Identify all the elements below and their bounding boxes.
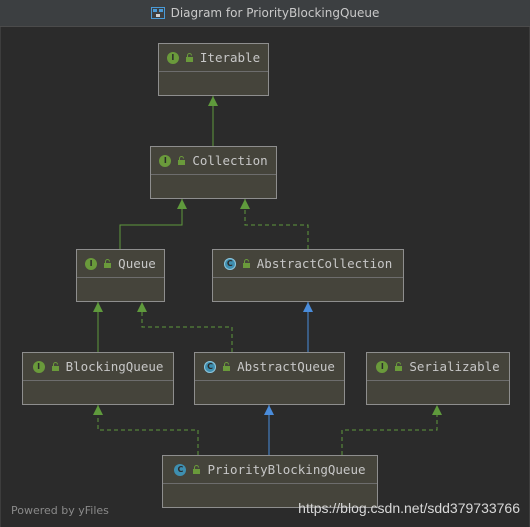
edge-abstractcollection-collection (244, 199, 309, 249)
lock-icon (242, 259, 251, 268)
lock-icon (103, 259, 112, 268)
lock-icon (192, 465, 201, 474)
node-blockingqueue[interactable]: I BlockingQueue (22, 352, 174, 405)
edge-abstractqueue-queue (141, 302, 233, 352)
node-name: AbstractQueue (237, 359, 335, 374)
diagram-canvas: I Iterable I Collection I Queue C (0, 27, 530, 527)
lock-icon (394, 362, 403, 371)
edge-pbq-blockingqueue (97, 405, 199, 455)
node-priorityblockingqueue[interactable]: C PriorityBlockingQueue (162, 455, 378, 508)
interface-icon: I (159, 154, 172, 167)
lock-icon (51, 362, 60, 371)
lock-icon (177, 156, 186, 165)
watermark-url: https://blog.csdn.net/sdd379733766 (298, 500, 520, 516)
node-name: BlockingQueue (65, 359, 164, 374)
powered-by-label: Powered by yFiles (11, 504, 109, 517)
interface-icon: I (32, 360, 45, 373)
edges-layer (93, 96, 442, 455)
node-queue[interactable]: I Queue (76, 249, 165, 302)
node-name: Collection (192, 153, 268, 168)
node-name: PriorityBlockingQueue (207, 462, 366, 477)
lock-icon (185, 53, 194, 62)
diagram-icon (150, 7, 165, 19)
title-bar: Diagram for PriorityBlockingQueue (0, 0, 530, 27)
interface-icon: I (166, 51, 179, 64)
lock-icon (222, 362, 231, 371)
class-icon: C (174, 463, 187, 476)
interface-icon: I (376, 360, 389, 373)
abstract-class-icon: C (204, 360, 217, 373)
node-name: AbstractCollection (256, 256, 393, 271)
node-collection[interactable]: I Collection (150, 146, 277, 199)
node-serializable[interactable]: I Serializable (366, 352, 510, 405)
node-name: Iterable (199, 50, 261, 65)
node-name: Queue (118, 256, 156, 271)
interface-icon: I (85, 257, 98, 270)
node-abstractcollection[interactable]: C AbstractCollection (212, 249, 404, 302)
node-iterable[interactable]: I Iterable (158, 43, 269, 96)
edge-queue-collection (119, 199, 183, 249)
edge-pbq-serializable (341, 405, 438, 455)
abstract-class-icon: C (223, 257, 236, 270)
window-title: Diagram for PriorityBlockingQueue (170, 6, 380, 20)
node-abstractqueue[interactable]: C AbstractQueue (194, 352, 345, 405)
node-name: Serializable (409, 359, 500, 374)
